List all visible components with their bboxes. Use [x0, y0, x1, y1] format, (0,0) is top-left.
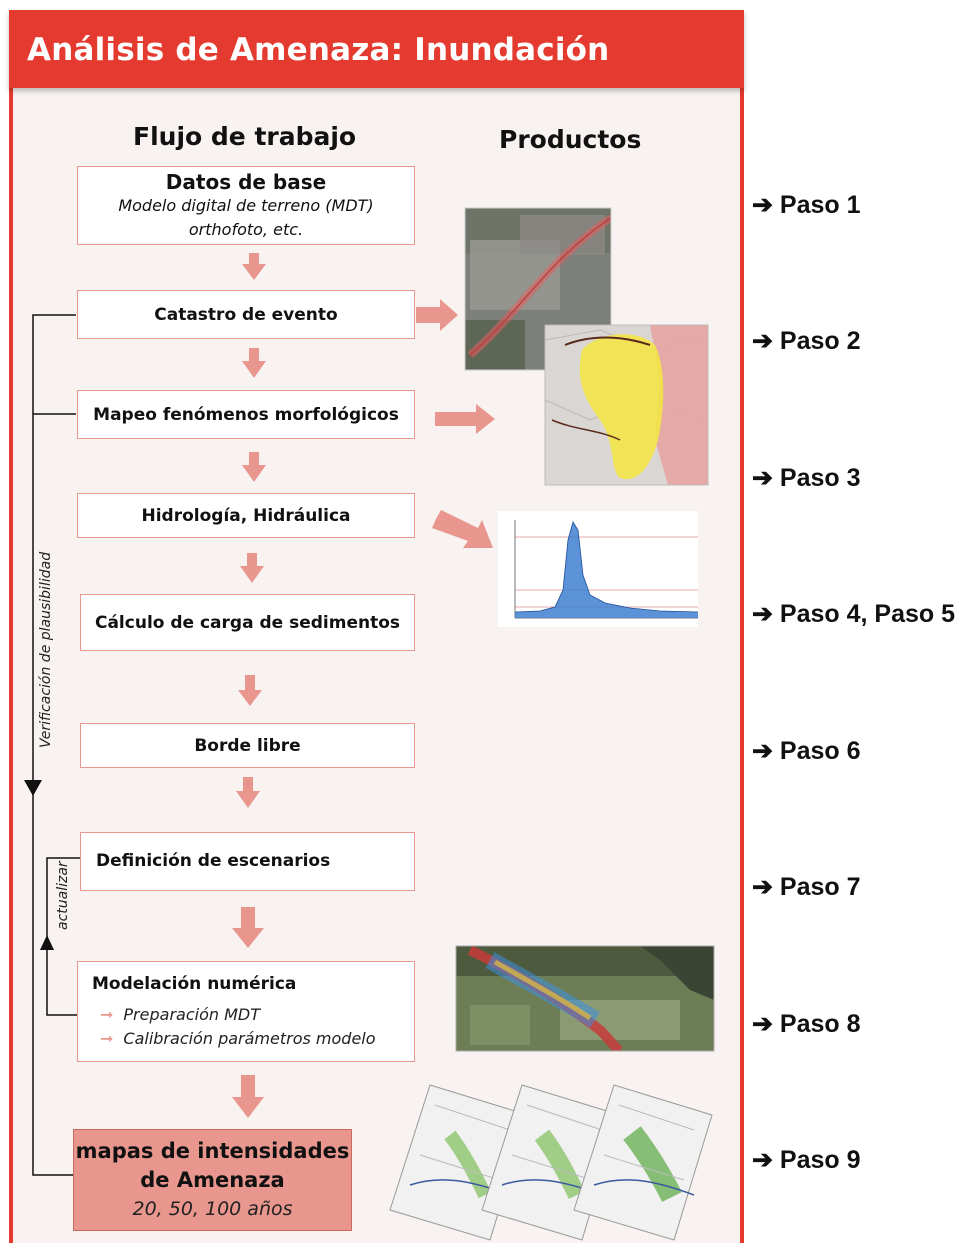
- box-sedimentos-label: Cálculo de carga de sedimentos: [94, 612, 401, 633]
- step-label: ➔ Paso 6: [752, 737, 861, 765]
- box-catastro-label: Catastro de evento: [154, 304, 338, 325]
- up-triangle-icon: [40, 935, 54, 950]
- box-modelacion-sub1: ➞ Preparación MDT: [100, 1005, 260, 1024]
- box-datos-base-sub2: orthofoto, etc.: [188, 219, 304, 239]
- right-arrow-icon: [432, 510, 493, 548]
- box-final-line1: mapas de intensidades: [75, 1139, 350, 1163]
- feedback-lines: [32, 314, 80, 1176]
- box-final-sub: 20, 50, 100 años: [132, 1198, 293, 1220]
- box-hidrologia: Hidrología, Hidráulica: [77, 493, 415, 538]
- box-escenarios-label: Definición de escenarios: [96, 851, 331, 871]
- down-arrow-icon: [242, 253, 266, 280]
- flow-arrows: [232, 253, 495, 1118]
- workflow-heading: Flujo de trabajo: [133, 122, 357, 151]
- box-modelacion-sub2-label: Calibración parámetros modelo: [123, 1029, 376, 1048]
- box-sedimentos: Cálculo de carga de sedimentos: [80, 594, 415, 651]
- aerial-photo-image: [465, 208, 611, 370]
- step-label: ➔ Paso 3: [752, 464, 861, 492]
- title-bar: Análisis de Amenaza: Inundación: [9, 10, 744, 88]
- down-arrow-icon: [236, 777, 260, 808]
- box-datos-base-title: Datos de base: [165, 169, 327, 194]
- box-borde: Borde libre: [80, 723, 415, 768]
- down-arrow-icon: [240, 553, 264, 583]
- box-borde-label: Borde libre: [194, 735, 301, 756]
- box-hidrologia-label: Hidrología, Hidráulica: [141, 505, 351, 526]
- down-arrow-icon: [238, 675, 262, 706]
- step-label: ➔ Paso 9: [752, 1146, 861, 1174]
- down-arrow-icon: [232, 907, 264, 948]
- box-final-maps: mapas de intensidades de Amenaza 20, 50,…: [73, 1129, 352, 1231]
- box-escenarios: Definición de escenarios: [80, 832, 415, 891]
- page-title: Análisis de Amenaza: Inundación: [27, 32, 610, 68]
- box-modelacion-sub2: ➞ Calibración parámetros modelo: [100, 1029, 376, 1048]
- right-arrow-icon: [416, 299, 458, 331]
- step-label: ➔ Paso 2: [752, 327, 861, 355]
- down-arrow-icon: [242, 348, 266, 378]
- morphology-map-image: [545, 325, 708, 485]
- model-result-image: [456, 946, 714, 1051]
- down-arrow-icon: [232, 1075, 264, 1118]
- box-modelacion-sub1-label: Preparación MDT: [123, 1005, 260, 1024]
- products-heading: Productos: [499, 125, 642, 154]
- hazard-maps-image: [389, 1084, 713, 1241]
- right-arrow-icon: [435, 404, 495, 434]
- box-final-line2: de Amenaza: [140, 1168, 285, 1192]
- box-datos-base: Datos de base Modelo digital de terreno …: [77, 166, 415, 245]
- box-catastro: Catastro de evento: [77, 290, 415, 339]
- step-label: ➔ Paso 7: [752, 873, 861, 901]
- step-label: ➔ Paso 8: [752, 1010, 861, 1038]
- small-arrow-icon: ➞: [100, 1005, 114, 1024]
- hydrograph-image: [498, 511, 699, 627]
- down-triangle-icon: [24, 780, 42, 796]
- box-mapeo: Mapeo fenómenos morfológicos: [77, 390, 415, 439]
- box-datos-base-sub1: Modelo digital de terreno (MDT): [118, 195, 374, 215]
- small-arrow-icon: ➞: [100, 1029, 114, 1048]
- box-modelacion: Modelación numérica ➞ Preparación MDT ➞ …: [77, 961, 415, 1062]
- box-modelacion-title: Modelación numérica: [92, 974, 297, 994]
- box-mapeo-label: Mapeo fenómenos morfológicos: [93, 404, 399, 425]
- down-arrow-icon: [242, 452, 266, 482]
- step-label: ➔ Paso 4, Paso 5: [752, 600, 955, 628]
- step-label: ➔ Paso 1: [752, 191, 861, 219]
